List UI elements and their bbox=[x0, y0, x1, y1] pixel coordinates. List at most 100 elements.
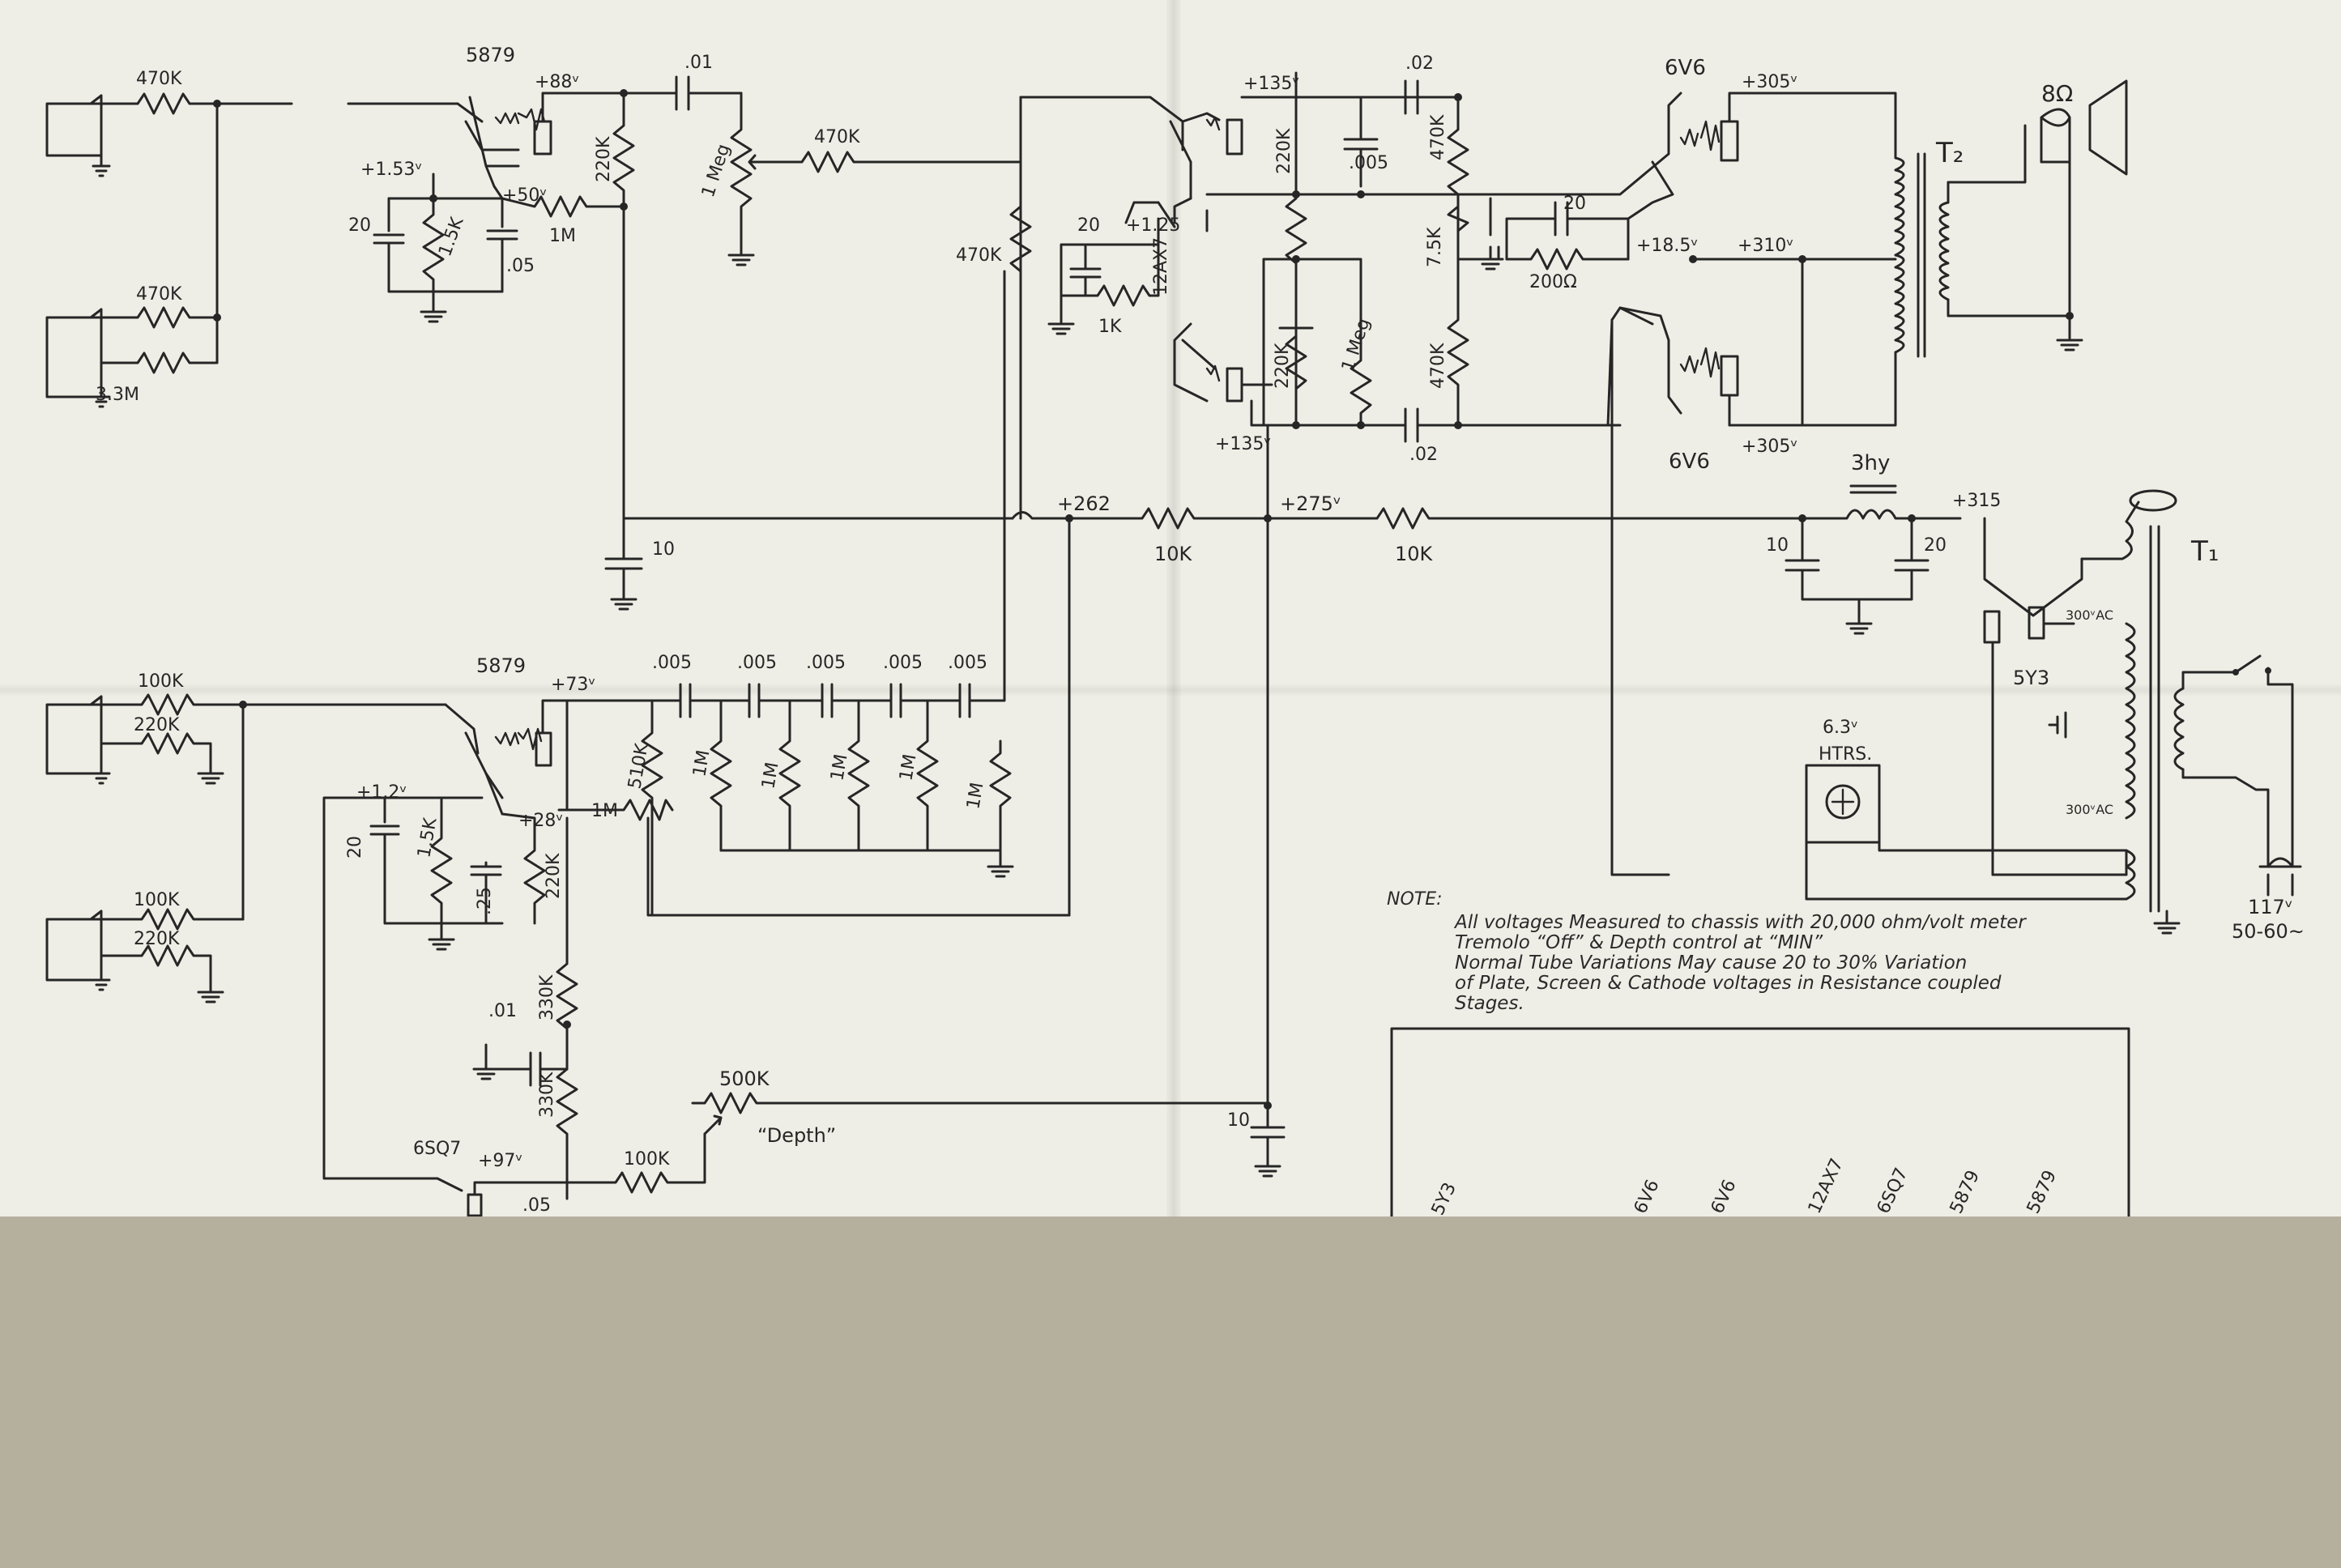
label-200ohm: 200Ω bbox=[1529, 272, 1577, 292]
label-.02-1: .02 bbox=[1405, 53, 1434, 74]
label-1.5k-2: 1.5K bbox=[414, 816, 441, 859]
label-v275: +275ᵛ bbox=[1280, 492, 1341, 515]
label-v88: +88ᵛ bbox=[535, 72, 580, 92]
label-220k-1: 220K bbox=[594, 136, 614, 182]
label-1m-l2: 1M bbox=[758, 761, 782, 790]
filter-cap-10-1: 10 bbox=[604, 517, 675, 611]
label-10k-1: 10K bbox=[1154, 543, 1193, 565]
label-470k-6: 470K bbox=[1428, 343, 1448, 389]
label-v305b: +305ᵛ bbox=[1742, 437, 1798, 457]
note-line-4: of Plate, Screen & Cathode voltages in R… bbox=[1455, 973, 2002, 994]
background-area bbox=[0, 1216, 2341, 1568]
label-v135a: +135ᵛ bbox=[1243, 74, 1300, 94]
label-10k-2: 10K bbox=[1395, 543, 1434, 565]
label-470k-3: 470K bbox=[814, 127, 860, 147]
layout-label-5y3: 5Y3 bbox=[1428, 1179, 1460, 1216]
label-10uf-1: 10 bbox=[652, 539, 675, 560]
label-470k-5: 470K bbox=[1428, 114, 1448, 160]
label-330k-1: 330K bbox=[537, 974, 557, 1020]
label-220k-6: 220K bbox=[544, 853, 564, 899]
label-.01-1: .01 bbox=[684, 53, 713, 73]
chassis-layout-box: 5Y3 6V6 6V6 12AX7 6SQ7 5879 5879 bbox=[1390, 1027, 2130, 1216]
label-10uf-3: 10 bbox=[1227, 1110, 1250, 1131]
input-jack-2 bbox=[45, 308, 111, 408]
label-117v: 117ᵛ bbox=[2248, 896, 2293, 918]
label-tube-6sq7: 6SQ7 bbox=[413, 1139, 461, 1159]
label-v310: +310ᵛ bbox=[1738, 236, 1794, 256]
tube-5879-second: 5879 +73ᵛ 1M bbox=[444, 654, 674, 821]
label-220k-3: 220K bbox=[1273, 343, 1293, 389]
label-1meg-2: 1 Meg bbox=[1338, 316, 1375, 374]
label-.005-c2: .005 bbox=[737, 653, 777, 673]
input-jack-4: 100K 220K bbox=[45, 890, 245, 1003]
label-v28: +28ᵛ bbox=[518, 811, 564, 831]
depth-pot-500k: 500K “Depth” bbox=[691, 1067, 1269, 1147]
label-tube-5y3: 5Y3 bbox=[2013, 667, 2049, 689]
label-.005-c3: .005 bbox=[806, 653, 846, 673]
label-depth: “Depth” bbox=[757, 1124, 836, 1147]
label-510k: 510K bbox=[625, 742, 653, 790]
output-transformer: T₂ +310ᵛ bbox=[1689, 116, 2071, 427]
label-.01-2: .01 bbox=[488, 1001, 517, 1021]
label-220k-4: 220K bbox=[134, 715, 180, 735]
label-100k-3: 100K bbox=[624, 1149, 670, 1170]
choke-filter: 3hy 10 20 +315 bbox=[1610, 318, 2001, 876]
label-470k-2: 470K bbox=[136, 284, 182, 305]
resistor-470k-2: 470K bbox=[89, 284, 219, 329]
label-220k-2: 220K bbox=[1274, 128, 1294, 174]
label-v135b: +135ᵛ bbox=[1215, 434, 1272, 454]
label-.005-1: .005 bbox=[1349, 153, 1388, 173]
label-300vac-2: 300ᵛAC bbox=[2066, 802, 2113, 817]
schematic-sheet: 470K 470K 3.3M 5879 +88 bbox=[0, 0, 2341, 1216]
label-tube-5879-1: 5879 bbox=[466, 44, 515, 66]
label-.05-1: .05 bbox=[506, 256, 535, 276]
label-v262: +262 bbox=[1057, 492, 1111, 515]
cathode-network-v1: +1.53ᵛ 20 1.5K .05 +50ᵛ 1M bbox=[348, 160, 625, 323]
layout-label-5879-2: 5879 bbox=[2023, 1167, 2061, 1216]
label-v185: +18.5ᵛ bbox=[1636, 236, 1699, 256]
label-.005-c1: .005 bbox=[652, 653, 692, 673]
label-1m-l3: 1M bbox=[827, 752, 851, 782]
label-v73: +73ᵛ bbox=[551, 675, 596, 695]
label-1m-l5: 1M bbox=[963, 781, 987, 811]
label-20uf-4: 20 bbox=[1924, 535, 1947, 556]
label-tube-6v6-2: 6V6 bbox=[1669, 450, 1710, 474]
mains-input: 117ᵛ 50-60~ bbox=[2181, 654, 2305, 943]
voltage-note: NOTE: All voltages Measured to chassis w… bbox=[1387, 889, 2148, 1014]
speaker: 8Ω bbox=[2040, 79, 2128, 352]
cathode-network-v2: +1.2ᵛ 20 1.5K .25 +28ᵛ 220K bbox=[322, 772, 564, 1079]
tremolo-cap-ladder: .005 .005 .005 .005 .005 510K 1M 1M 1M 1… bbox=[625, 270, 1014, 917]
label-20uf-2: 20 bbox=[1077, 215, 1100, 236]
label-.05-2: .05 bbox=[522, 1195, 551, 1216]
label-tube-12ax7: 12AX7 bbox=[1151, 237, 1171, 296]
label-v97: +97ᵛ bbox=[478, 1151, 523, 1171]
label-1m-l4: 1M bbox=[896, 752, 920, 782]
label-1k: 1K bbox=[1098, 317, 1122, 337]
label-6.3v: 6.3ᵛ bbox=[1823, 718, 1858, 738]
label-.005-c5: .005 bbox=[948, 653, 987, 673]
label-.25: .25 bbox=[475, 887, 495, 915]
label-1m-l1: 1M bbox=[689, 748, 714, 778]
label-t2: T₂ bbox=[1935, 137, 1964, 169]
heater-pilot: 6.3ᵛ HTRS. bbox=[1805, 718, 2128, 901]
note-line-2: Tremolo “Off” & Depth control at “MIN” bbox=[1455, 932, 1823, 953]
note-line-3: Normal Tube Variations May cause 20 to 3… bbox=[1455, 952, 1968, 974]
label-50-60hz: 50-60~ bbox=[2232, 920, 2305, 943]
label-1m-1: 1M bbox=[549, 226, 576, 246]
label-v153: +1.53ᵛ bbox=[360, 160, 423, 180]
label-1meg-1: 1 Meg bbox=[698, 142, 735, 200]
label-3hy: 3hy bbox=[1851, 451, 1890, 475]
plate-load-v1: 220K bbox=[594, 92, 635, 520]
label-3.3m: 3.3M bbox=[96, 385, 139, 405]
label-8ohm: 8Ω bbox=[2041, 80, 2073, 107]
schematic-drawing: 470K 470K 3.3M 5879 +88 bbox=[45, 44, 2305, 1216]
power-transformer: T₁ 300ᵛAC 300ᵛAC bbox=[1991, 489, 2219, 935]
label-tube-6v6-1: 6V6 bbox=[1665, 56, 1706, 80]
input-jack-3: 100K 220K bbox=[45, 671, 447, 785]
layout-label-12ax7: 12AX7 bbox=[1805, 1156, 1848, 1216]
label-v305a: +305ᵛ bbox=[1742, 72, 1798, 92]
tube-5879-preamp: 5879 +88ᵛ bbox=[347, 44, 628, 168]
label-220k-5: 220K bbox=[134, 929, 180, 949]
layout-label-6sq7: 6SQ7 bbox=[1874, 1165, 1912, 1216]
label-.005-c4: .005 bbox=[883, 653, 923, 673]
